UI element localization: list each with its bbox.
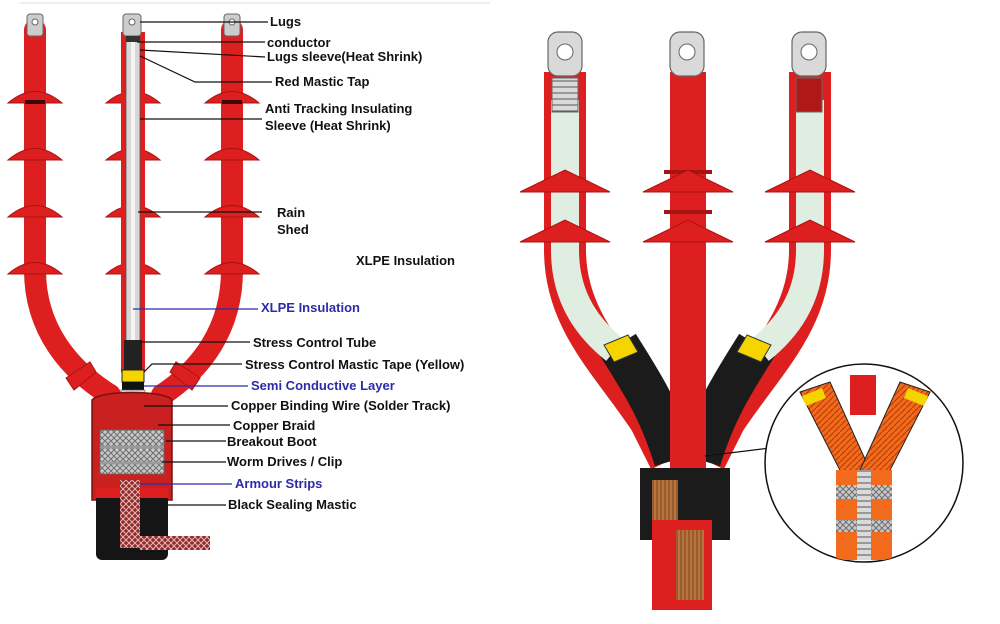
label-anti-tracking-line2: Sleeve (Heat Shrink) xyxy=(265,118,391,133)
label-semi-conductive: Semi Conductive Layer xyxy=(251,378,395,393)
label-xlpe-insulation-blue: XLPE Insulation xyxy=(261,300,360,315)
label-red-mastic-tap: Red Mastic Tap xyxy=(275,74,370,89)
label-lugs-sleeve: Lugs sleeve(Heat Shrink) xyxy=(267,49,423,64)
label-conductor: conductor xyxy=(267,35,331,50)
label-stress-control-mastic: Stress Control Mastic Tape (Yellow) xyxy=(245,357,465,372)
right-termination-diagram xyxy=(519,31,964,610)
left-leg xyxy=(24,19,121,406)
leader-lines xyxy=(137,21,272,506)
label-anti-tracking-line1: Anti Tracking Insulating xyxy=(265,101,413,116)
label-armour-strips: Armour Strips xyxy=(235,476,323,491)
magnifier-circle-icon xyxy=(764,363,964,563)
label-breakout-boot: Breakout Boot xyxy=(227,434,317,449)
right-leg xyxy=(151,19,243,406)
label-xlpe-insulation-black: XLPE Insulation xyxy=(356,253,455,268)
stress-mastic-yellow xyxy=(121,369,145,383)
label-rain: Rain xyxy=(277,205,306,220)
label-worm-drives: Worm Drives / Clip xyxy=(227,454,343,469)
label-black-sealing-mastic: Black Sealing Mastic xyxy=(228,497,357,512)
label-copper-binding: Copper Binding Wire (Solder Track) xyxy=(231,398,451,413)
rain-shed-icon-right xyxy=(519,169,856,243)
label-stress-control-tube: Stress Control Tube xyxy=(253,335,377,350)
left-termination-diagram xyxy=(6,2,490,560)
label-copper-braid: Copper Braid xyxy=(233,418,316,433)
label-shed: Shed xyxy=(277,222,309,237)
rain-shed-icon xyxy=(6,91,64,275)
label-lugs: Lugs xyxy=(270,14,302,29)
